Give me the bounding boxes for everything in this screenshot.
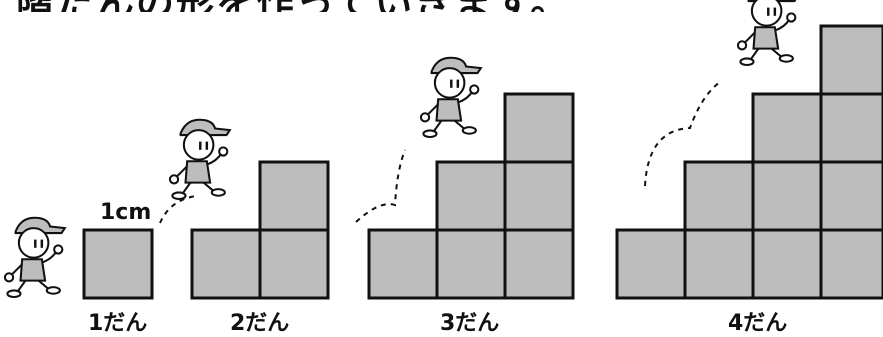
figure-label-3: 3だん — [440, 311, 500, 336]
runner-figure-icon — [3, 216, 67, 299]
unit-square — [435, 160, 507, 232]
staircase-4 — [615, 24, 883, 300]
staircase-3 — [367, 92, 575, 300]
runner-figure-icon — [736, 0, 800, 67]
staircase-1 — [82, 228, 154, 300]
jump-path-icon — [355, 149, 406, 223]
unit-square — [435, 228, 507, 300]
figure-label-1: 1だん — [88, 311, 148, 336]
unit-square — [751, 228, 823, 300]
unit-square — [615, 228, 687, 300]
unit-square — [258, 228, 330, 300]
unit-square — [683, 160, 755, 232]
unit-square — [819, 92, 883, 164]
unit-square — [751, 160, 823, 232]
staircase-2 — [190, 160, 330, 300]
jump-path-icon — [644, 81, 721, 187]
unit-square — [751, 92, 823, 164]
unit-square — [503, 160, 575, 232]
unit-square — [503, 228, 575, 300]
figure-label-4: 4だん — [728, 311, 788, 336]
unit-square — [819, 24, 883, 96]
figure-label-2: 2だん — [230, 311, 290, 336]
unit-square — [819, 160, 883, 232]
unit-square — [819, 228, 883, 300]
unit-square — [258, 160, 330, 232]
jump-path-icon — [159, 195, 197, 224]
runner-figure-icon — [419, 56, 483, 139]
unit-length-label: 1cm — [100, 200, 152, 225]
unit-square — [367, 228, 439, 300]
runner-figure-icon — [168, 118, 232, 201]
unit-square — [190, 228, 262, 300]
unit-square — [82, 228, 154, 300]
page-title: 階だんの形を作っていきます。 — [0, 0, 883, 12]
unit-square — [503, 92, 575, 164]
unit-square — [683, 228, 755, 300]
